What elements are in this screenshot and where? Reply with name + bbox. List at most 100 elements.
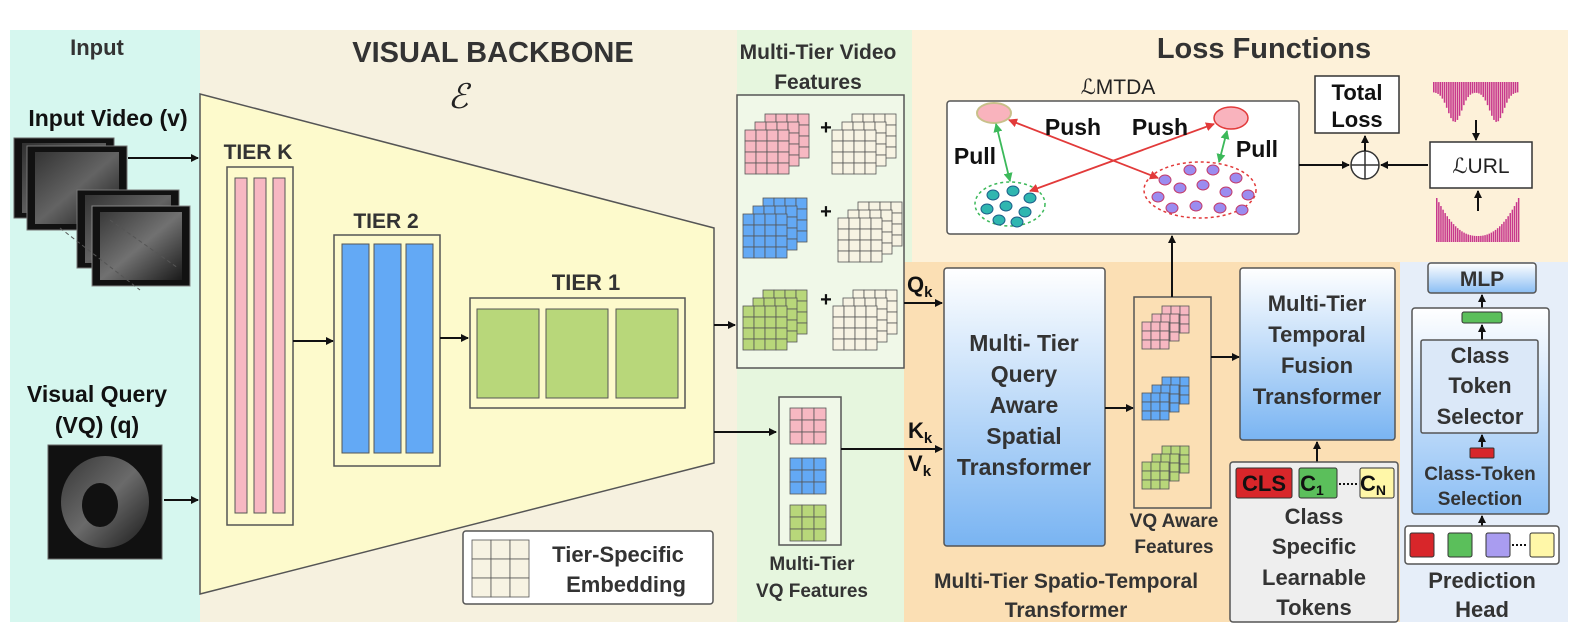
vq-aware-label-1: VQ Aware bbox=[1130, 511, 1219, 532]
url-loss-box bbox=[1429, 141, 1533, 189]
tokens-text-1: Class bbox=[1285, 504, 1344, 529]
histogram-bar bbox=[1501, 224, 1503, 242]
total-loss-box bbox=[1314, 75, 1400, 134]
histogram-bar bbox=[1510, 82, 1512, 96]
histogram-bar bbox=[1463, 82, 1465, 106]
histogram-bar bbox=[1503, 221, 1505, 242]
histogram-bar bbox=[1490, 232, 1493, 242]
histogram-bar bbox=[1437, 82, 1439, 94]
histogram-bar bbox=[1509, 213, 1511, 242]
tokens-text-4: Tokens bbox=[1276, 595, 1351, 620]
distribution-top-icon bbox=[1433, 82, 1519, 122]
visual-query-label-1: Visual Query bbox=[27, 381, 167, 407]
mlp-block bbox=[1427, 262, 1537, 294]
histogram-bar bbox=[1454, 82, 1457, 122]
histogram-bar bbox=[1450, 82, 1452, 119]
c1-token-label: C1 bbox=[1300, 471, 1324, 498]
video-feature-stack-pink bbox=[744, 129, 790, 175]
histogram-bar bbox=[1442, 209, 1444, 242]
cluster-right-dot bbox=[1183, 164, 1197, 176]
histogram-bar bbox=[1484, 235, 1486, 242]
histogram-bar bbox=[1492, 231, 1495, 242]
st-transformer-title-1: Multi-Tier Spatio-Temporal bbox=[934, 570, 1198, 593]
legend-grid bbox=[471, 539, 530, 598]
input-video-label: Input Video (v) bbox=[28, 105, 187, 131]
video-feature-stack-embed bbox=[832, 305, 878, 351]
temporal-text-2: Temporal bbox=[1268, 322, 1365, 347]
histogram-bar bbox=[1448, 82, 1450, 114]
cluster-left-dot bbox=[1006, 185, 1020, 197]
pull-arrow-left bbox=[993, 123, 1013, 182]
legend-label-2: Embedding bbox=[566, 572, 686, 597]
histogram-bar bbox=[1486, 234, 1488, 242]
cluster-left-dot bbox=[1023, 192, 1037, 204]
tier-2-box bbox=[333, 234, 441, 467]
cluster-left bbox=[974, 181, 1046, 227]
cluster-left-dot bbox=[1010, 216, 1024, 228]
backbone-trapezoid bbox=[199, 93, 715, 595]
push-arrow-2 bbox=[1029, 122, 1215, 193]
video-feature-stack-embed bbox=[831, 129, 877, 175]
histogram-bar bbox=[1445, 82, 1448, 108]
histogram-bar bbox=[1508, 82, 1510, 99]
histogram-bar bbox=[1482, 82, 1484, 98]
histogram-bar bbox=[1465, 233, 1467, 242]
temporal-text-1: Multi-Tier bbox=[1268, 291, 1367, 316]
vq-aware-label-2: Features bbox=[1134, 537, 1213, 558]
cluster-left-dot bbox=[1018, 206, 1032, 218]
histogram-bar bbox=[1439, 82, 1441, 96]
loss-title: Loss Functions bbox=[1157, 33, 1371, 65]
histogram-bar bbox=[1491, 82, 1493, 116]
tier-k-box bbox=[226, 166, 294, 526]
spatial-text-5: Transformer bbox=[957, 454, 1091, 480]
histogram-bar bbox=[1450, 221, 1453, 242]
histogram-bar bbox=[1515, 202, 1518, 242]
cluster-left-dot bbox=[992, 214, 1006, 226]
vq-aware-stack-green bbox=[1141, 461, 1170, 490]
cluster-right-dot bbox=[1158, 174, 1172, 186]
pull-arrow-right bbox=[1216, 130, 1230, 163]
histogram-bar bbox=[1496, 228, 1499, 242]
prediction-head-title-2: Head bbox=[1455, 597, 1509, 622]
histogram-bar bbox=[1482, 235, 1484, 242]
selector-text-2: Token bbox=[1448, 373, 1511, 398]
input-video-frames bbox=[13, 137, 191, 291]
histogram-bar bbox=[1452, 82, 1454, 122]
legend-label-1: Tier-Specific bbox=[552, 542, 684, 567]
cluster-right-dot bbox=[1173, 182, 1187, 194]
video-feature-stack-embed bbox=[837, 217, 883, 263]
tokens-text-2: Specific bbox=[1272, 534, 1356, 559]
histogram-bar bbox=[1505, 219, 1507, 242]
mtda-loss-label: ℒMTDA bbox=[1081, 76, 1156, 99]
video-feature-stack-blue bbox=[742, 213, 788, 259]
histogram-bar bbox=[1488, 233, 1490, 242]
mlp-label: MLP bbox=[1460, 268, 1504, 291]
histogram-bar bbox=[1494, 229, 1497, 242]
distribution-bottom-icon bbox=[1436, 198, 1520, 242]
sum-operator-icon bbox=[1350, 150, 1380, 180]
histogram-bar bbox=[1461, 231, 1463, 242]
q-label: Qk bbox=[907, 272, 933, 301]
histogram-bar bbox=[1486, 82, 1489, 106]
video-feature-stack-green bbox=[742, 305, 788, 351]
learnable-tokens-box bbox=[1229, 461, 1399, 623]
selected-token bbox=[1461, 311, 1503, 324]
cluster-right-dot bbox=[1219, 186, 1233, 198]
visual-query-image bbox=[47, 444, 163, 560]
query-anchor-left bbox=[976, 102, 1012, 124]
histogram-bar bbox=[1499, 82, 1502, 119]
cluster-right-dot bbox=[1235, 204, 1249, 216]
plus-3: + bbox=[820, 289, 832, 311]
cn-token-label: CN bbox=[1360, 471, 1386, 498]
histogram-bar bbox=[1458, 82, 1461, 116]
histogram-bar bbox=[1499, 226, 1501, 242]
histogram-bar bbox=[1507, 216, 1509, 242]
cluster-right-dot bbox=[1151, 191, 1165, 203]
histogram-bar bbox=[1460, 82, 1463, 111]
histogram-bar bbox=[1467, 82, 1469, 98]
histogram-bar bbox=[1452, 224, 1455, 242]
cluster-right-dot bbox=[1165, 202, 1179, 214]
histogram-bar bbox=[1488, 82, 1491, 111]
histogram-bar bbox=[1503, 82, 1506, 108]
temporal-text-3: Fusion bbox=[1281, 353, 1353, 378]
